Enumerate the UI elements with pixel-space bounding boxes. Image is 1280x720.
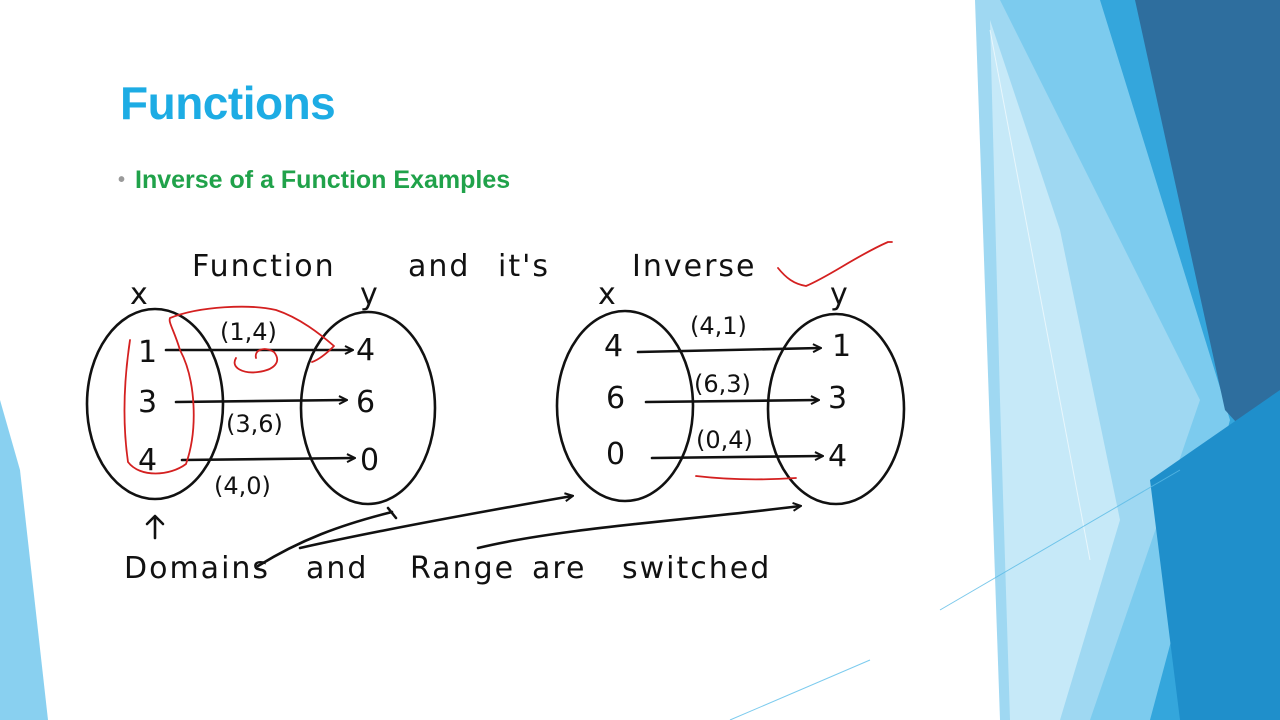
right-x-label: x: [598, 277, 616, 312]
left-range-value: 6: [356, 385, 375, 420]
bullet-dot: •: [118, 169, 126, 191]
left-pair-label: (1,4): [220, 318, 277, 346]
right-domain-value: 6: [606, 381, 625, 416]
bullet-item: • Inverse of a Function Examples: [118, 166, 510, 195]
left-domain-value: 4: [138, 443, 157, 478]
caption-word: and: [306, 551, 368, 586]
bullet-text: Inverse of a Function Examples: [135, 166, 511, 194]
red-annotation-underline: [695, 475, 797, 481]
red-annotation-domain-loop: [123, 305, 335, 475]
right-arrow: [650, 456, 822, 458]
slide-title: Functions: [120, 77, 336, 129]
red-annotation-small-swirl: [233, 348, 279, 374]
right-pair-label: (6,3): [694, 370, 751, 398]
right-domain-value: 0: [606, 437, 625, 472]
right-domain-value: 4: [604, 329, 623, 364]
pointer-arrow-up: [145, 514, 165, 540]
deco-left-edge: [0, 400, 48, 720]
pointer-arrow-to-right-range: [476, 506, 800, 550]
heading-word-function: Function: [192, 249, 336, 284]
caption-word: Range: [410, 551, 515, 586]
right-domain-oval: [555, 309, 695, 503]
deco-facet-dark: [1135, 0, 1280, 470]
left-x-label: x: [130, 277, 148, 312]
heading-word-its: it's: [498, 249, 550, 284]
right-y-label: y: [830, 277, 848, 312]
right-pair-label: (0,4): [696, 426, 753, 454]
left-pair-label: (4,0): [214, 472, 271, 500]
deco-line: [989, 29, 1091, 561]
right-range-value: 3: [828, 381, 847, 416]
right-arrow: [636, 348, 820, 354]
left-arrow: [180, 458, 354, 460]
right-pair-label: (4,1): [690, 312, 747, 340]
right-range-value: 1: [832, 329, 851, 364]
caption-word: Domains: [124, 551, 270, 586]
heading-word-inverse: Inverse: [632, 249, 757, 284]
left-domain-oval: [85, 307, 225, 501]
left-range-value: 0: [360, 443, 379, 478]
pointer-arrow-to-left-range-head: [386, 506, 398, 520]
red-annotation-checkmark: [777, 241, 893, 287]
right-range-value: 4: [828, 439, 847, 474]
pointer-arrow-to-right-domain: [298, 496, 572, 550]
left-arrow: [174, 400, 346, 402]
right-range-oval: [766, 312, 906, 506]
deco-line: [939, 469, 1181, 611]
caption-word: switched: [622, 551, 771, 586]
heading-word-and: and: [408, 249, 470, 284]
left-pair-label: (3,6): [226, 410, 283, 438]
caption-word: are: [532, 551, 587, 586]
left-domain-value: 1: [138, 335, 157, 370]
left-y-label: y: [360, 277, 378, 312]
left-range-value: 4: [356, 333, 375, 368]
right-arrow: [644, 400, 818, 402]
pointer-arrow-to-left-range: [256, 510, 394, 568]
deco-line: [729, 659, 871, 720]
left-range-oval: [299, 310, 437, 506]
left-domain-value: 3: [138, 385, 157, 420]
deco-facet-deep: [1150, 390, 1280, 720]
